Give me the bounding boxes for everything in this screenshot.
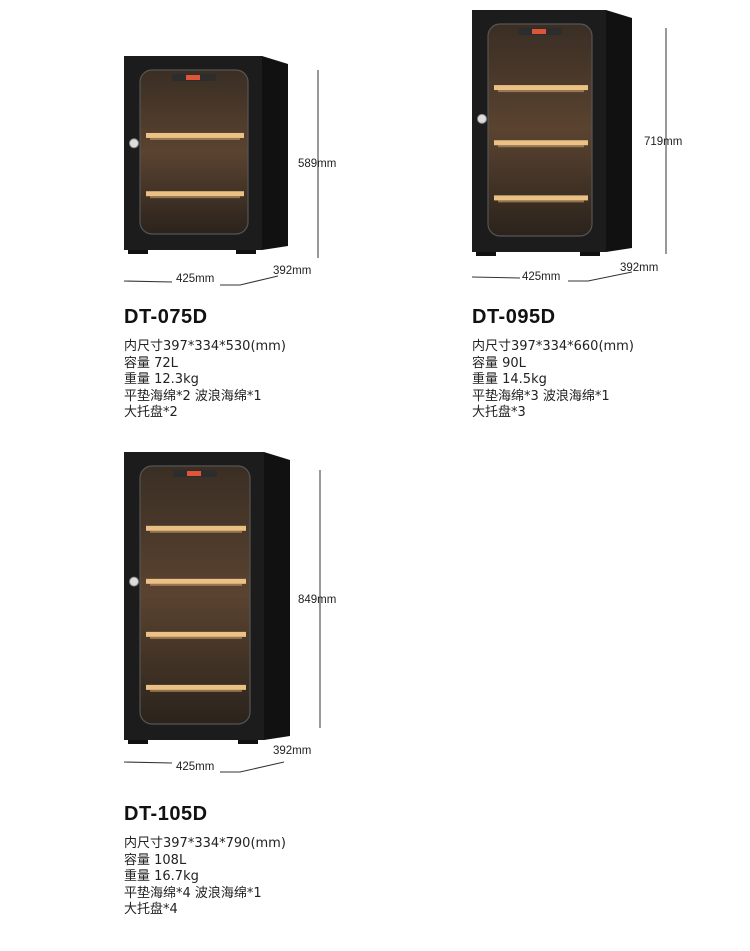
shelf-edge xyxy=(150,137,240,140)
cabinet-side xyxy=(606,10,632,252)
width-label: 425mm xyxy=(522,271,561,283)
foot xyxy=(128,250,148,254)
display-readout xyxy=(187,471,201,476)
shelf xyxy=(494,140,588,146)
width-dimension-line xyxy=(123,280,173,283)
shelf xyxy=(494,195,588,201)
shelf xyxy=(146,525,246,531)
spec-inner-size: 内尺寸397*334*790(mm) xyxy=(124,836,286,851)
glass-door xyxy=(487,23,593,237)
width-dimension-line xyxy=(123,761,173,764)
spec-sponge: 平垫海绵*2 波浪海绵*1 xyxy=(124,388,262,404)
spec-capacity: 容量 108L xyxy=(124,852,187,868)
spec-weight: 重量 16.7kg xyxy=(124,869,199,884)
shelf-edge xyxy=(498,145,584,148)
spec-sponge: 平垫海绵*3 波浪海绵*1 xyxy=(472,388,610,404)
spec-capacity: 容量 90L xyxy=(472,355,526,371)
spec-inner-size: 内尺寸397*334*530(mm) xyxy=(124,339,286,354)
foot xyxy=(236,250,256,254)
lock-icon xyxy=(129,576,139,587)
shelf xyxy=(146,132,244,138)
depth-label: 392mm xyxy=(620,262,659,274)
spec-tray: 大托盘*2 xyxy=(124,405,178,420)
shelf-edge xyxy=(150,689,242,692)
shelf xyxy=(146,631,246,637)
shelf-edge xyxy=(150,583,242,586)
height-label: 719mm xyxy=(644,136,683,148)
foot xyxy=(476,252,496,256)
cabinet-side xyxy=(264,452,290,740)
lock-icon xyxy=(477,113,487,124)
model-name: DT-075D xyxy=(124,306,208,328)
cabinet-side xyxy=(262,56,288,250)
display-readout xyxy=(532,29,546,34)
model-name: DT-095D xyxy=(472,306,556,328)
shelf-edge xyxy=(498,90,584,93)
spec-list: 内尺寸397*334*530(mm) 容量 72L 重量 12.3kg 平垫海绵… xyxy=(124,339,286,422)
spec-capacity: 容量 72L xyxy=(124,355,178,371)
width-dimension-line xyxy=(471,276,521,279)
spec-inner-size: 内尺寸397*334*660(mm) xyxy=(472,339,634,354)
foot xyxy=(580,252,600,256)
depth-dimension-line xyxy=(239,761,285,773)
depth-dimension-line xyxy=(587,271,633,282)
spec-tray: 大托盘*4 xyxy=(124,902,178,917)
depth-dimension-line xyxy=(239,275,279,286)
spec-tray: 大托盘*3 xyxy=(472,405,526,420)
width-label: 425mm xyxy=(176,761,215,773)
shelf xyxy=(146,191,244,197)
spec-sponge: 平垫海绵*4 波浪海绵*1 xyxy=(124,885,262,901)
lock-icon xyxy=(129,138,139,149)
foot xyxy=(128,740,148,744)
shelf-edge xyxy=(150,196,240,199)
spec-list: 内尺寸397*334*790(mm) 容量 108L 重量 16.7kg 平垫海… xyxy=(124,836,286,919)
foot xyxy=(238,740,258,744)
shelf-edge xyxy=(150,636,242,639)
spec-list: 内尺寸397*334*660(mm) 容量 90L 重量 14.5kg 平垫海绵… xyxy=(472,339,634,422)
display-readout xyxy=(186,75,200,80)
depth-label: 392mm xyxy=(273,745,312,757)
shelf xyxy=(146,578,246,584)
depth-label: 392mm xyxy=(273,265,312,277)
spec-weight: 重量 12.3kg xyxy=(124,372,199,387)
model-name: DT-105D xyxy=(124,803,208,825)
shelf xyxy=(494,85,588,91)
height-label: 849mm xyxy=(298,594,337,606)
shelf xyxy=(146,684,246,690)
shelf-edge xyxy=(498,200,584,203)
height-label: 589mm xyxy=(298,158,337,170)
spec-weight: 重量 14.5kg xyxy=(472,372,547,387)
shelf-edge xyxy=(150,530,242,533)
width-label: 425mm xyxy=(176,273,215,285)
